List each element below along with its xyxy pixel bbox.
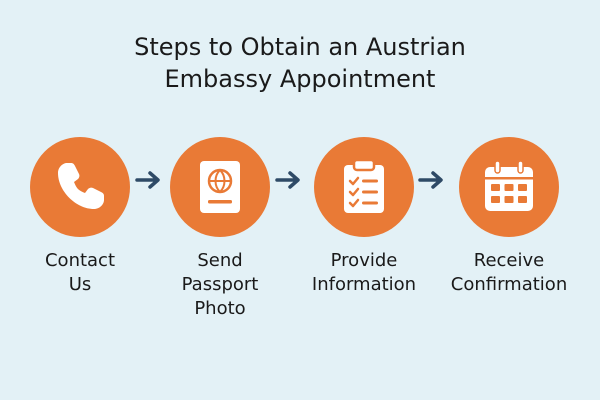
page-title-line-2: Embassy Appointment: [164, 65, 436, 93]
step-label-line: Contact: [44, 250, 116, 271]
clipboard-checklist-icon: [344, 158, 384, 213]
step-label-line: Receive: [473, 250, 545, 271]
calendar-icon: [485, 160, 533, 211]
step-label-line: Information: [311, 274, 417, 295]
step-provide-information-circle: [314, 137, 414, 237]
step-label-line: Passport: [181, 274, 259, 295]
arrow-right-icon: [275, 171, 300, 189]
step-label-line: Us: [68, 274, 92, 295]
step-receive-confirmation-circle: [459, 137, 559, 237]
arrow-right-icon: [418, 171, 443, 189]
step-label-send-passport-photo: Send Passport Photo: [155, 249, 285, 321]
step-label-provide-information: Provide Information: [299, 249, 429, 297]
step-label-line: Send: [197, 250, 243, 271]
passport-icon: [200, 161, 240, 213]
step-label-line: Photo: [194, 298, 246, 319]
step-send-passport-photo-circle: [170, 137, 270, 237]
step-contact-us-circle: [30, 137, 130, 237]
phone-icon: [58, 163, 104, 209]
step-label-contact-us: Contact Us: [15, 249, 145, 297]
step-label-receive-confirmation: Receive Confirmation: [444, 249, 574, 297]
step-label-line: Provide: [330, 250, 398, 271]
page-title-line-1: Steps to Obtain an Austrian: [134, 33, 466, 61]
step-label-line: Confirmation: [450, 274, 568, 295]
arrow-right-icon: [135, 171, 160, 189]
